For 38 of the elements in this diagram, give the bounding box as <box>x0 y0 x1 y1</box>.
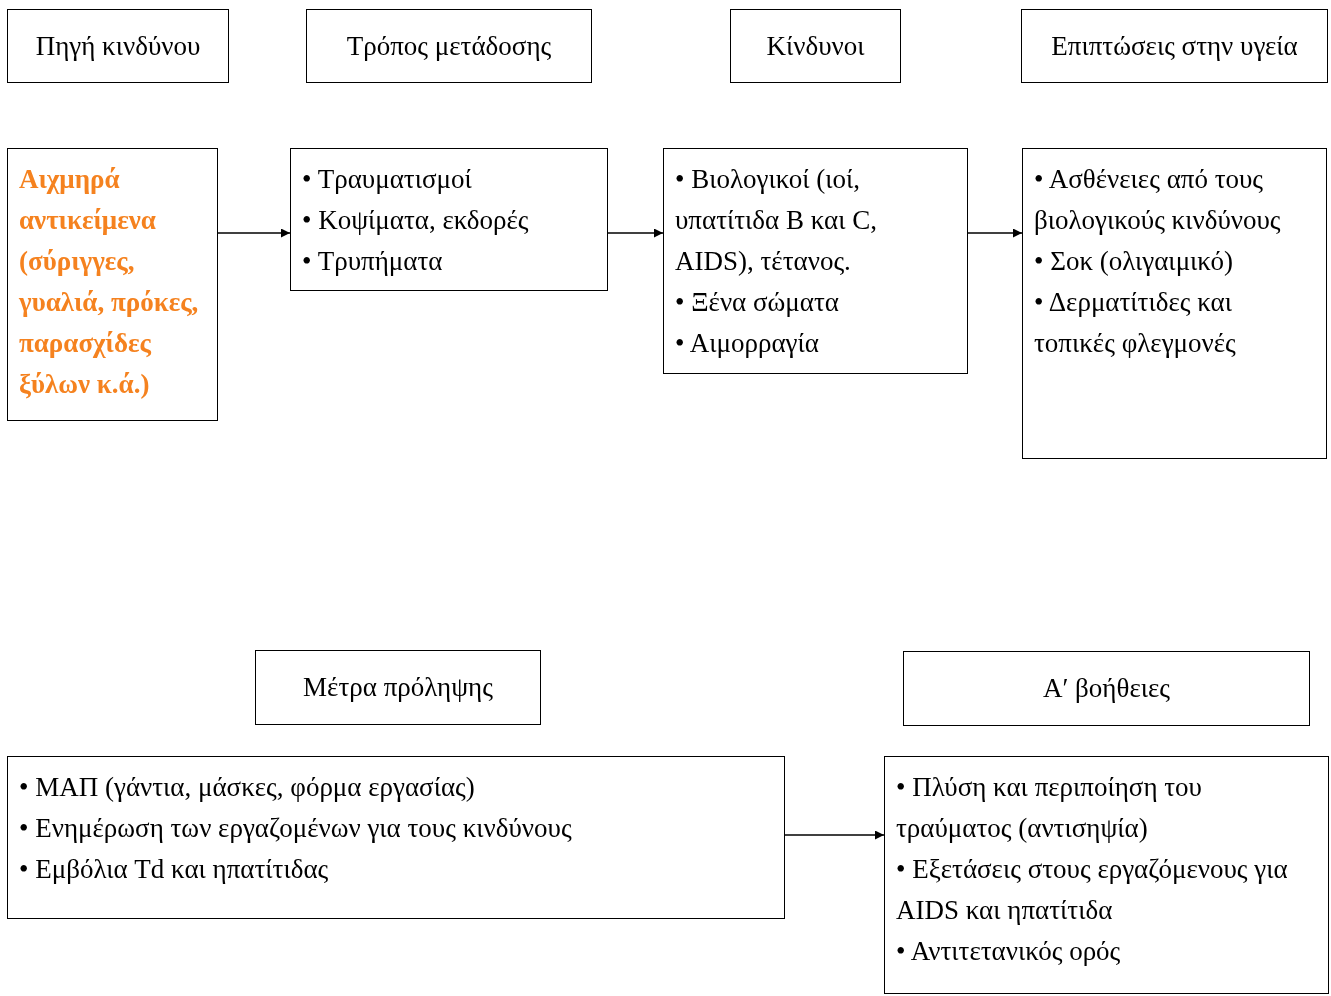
box-heading: Α′ βοήθειες <box>1042 672 1171 705</box>
header-box <box>7 9 229 83</box>
box-text: • Αιμορραγία <box>675 327 820 360</box>
header-box <box>903 651 1310 726</box>
box-text: • Τραυματισμοί <box>302 163 473 196</box>
arrow <box>217 228 291 238</box>
box-text: • Σοκ (ολιγαιμικό) <box>1034 245 1234 278</box>
box-heading: Μέτρα πρόληψης <box>303 671 493 704</box>
box-heading: Επιπτώσεις στην υγεία <box>1051 29 1298 63</box>
content-box <box>663 148 968 374</box>
box-text: • Αντιτετανικός ορός <box>896 935 1122 968</box>
content-box <box>290 148 608 291</box>
box-text: • Ενημέρωση των εργαζομένων για τους κινδύνους <box>19 812 573 845</box>
box-text: • ΜΑΠ (γάντια, μάσκες, φόρμα εργασίας) <box>19 771 476 804</box>
content-box <box>7 756 785 919</box>
box-text: • Πλύση και περιποίηση του τραύματος (αντισηψία) <box>896 771 1203 845</box>
box-text: • Εμβόλια Td και ηπατίτιδας <box>19 853 330 886</box>
header-box <box>1021 9 1328 83</box>
content-box <box>1022 148 1327 459</box>
box-text: • Τρυπήματα <box>302 245 444 278</box>
box-text: • Κοψίματα, εκδορές <box>302 204 530 237</box>
box-text: • Εξετάσεις στους εργαζόμενους για AIDS και ηπατίτιδα <box>896 853 1289 927</box>
box-text: • Ξένα σώματα <box>675 286 840 319</box>
box-text: • Δερματίτιδες και τοπικές φλεγμονές <box>1034 286 1237 360</box>
content-box <box>884 756 1329 994</box>
box-heading: Τρόπος μετάδοσης <box>346 29 552 63</box>
box-text: • Ασθένειες από τους βιολογικούς κινδύνους <box>1034 163 1282 237</box>
arrow <box>784 830 885 840</box>
arrow <box>967 228 1023 238</box>
arrow <box>607 228 664 238</box>
box-text: • Βιολογικοί (ιοί, υπατίτιδα Β και C, AIDS), τέτανος. <box>675 163 879 278</box>
box-text: Αιχμηρά αντικείμενα (σύριγγες, γυαλιά, πρόκες, παρασχίδες ξύλων κ.ά.) <box>19 163 200 401</box>
box-heading: Πηγή κινδύνου <box>35 29 201 63</box>
source-box <box>7 148 218 421</box>
header-box <box>306 9 592 83</box>
header-box <box>255 650 541 725</box>
box-heading: Κίνδυνοι <box>766 29 865 63</box>
header-box <box>730 9 901 83</box>
